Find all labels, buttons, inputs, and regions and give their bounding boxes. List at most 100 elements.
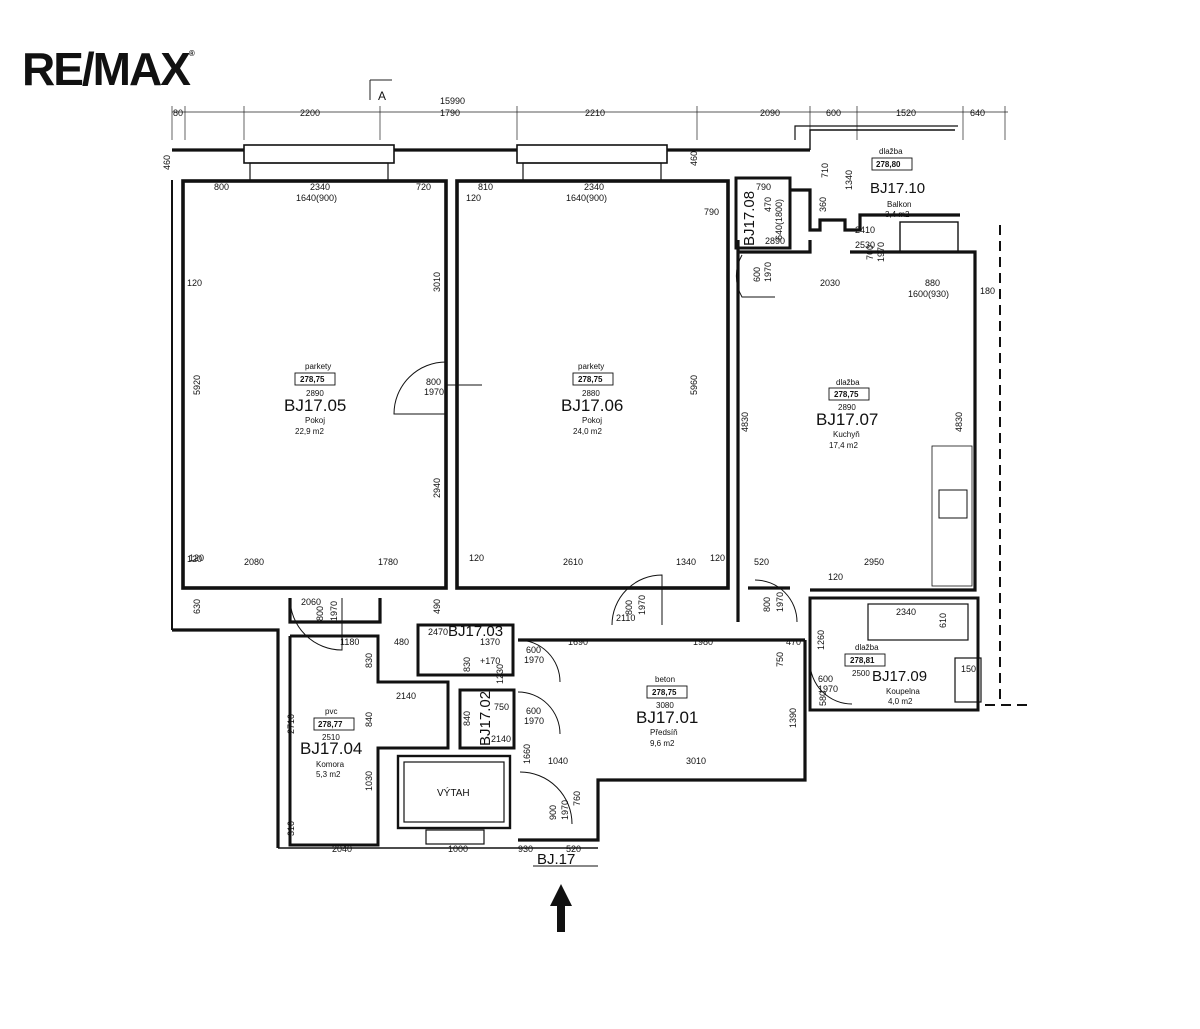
room-level: 278,75 <box>652 688 677 697</box>
svg-text:5920: 5920 <box>192 375 202 395</box>
svg-text:2610: 2610 <box>563 557 583 567</box>
svg-text:1030: 1030 <box>364 771 374 791</box>
elevator-label: VÝTAH <box>437 786 470 799</box>
room-area: 9,6 m2 <box>650 739 675 748</box>
svg-text:2710: 2710 <box>286 714 296 734</box>
section-mark-label: A <box>378 89 386 103</box>
room-bj1709: dlažba 278,81 2500 BJ17.09 Koupelna 4,0 … <box>844 643 927 706</box>
svg-text:1970: 1970 <box>876 242 886 262</box>
svg-text:1970: 1970 <box>524 716 544 726</box>
room-floor: dlažba <box>855 643 879 652</box>
svg-text:180: 180 <box>980 286 995 296</box>
svg-text:840: 840 <box>364 712 374 727</box>
svg-text:790: 790 <box>756 182 771 192</box>
room-floor: parkety <box>305 362 331 371</box>
room-id: BJ17.10 <box>870 180 925 197</box>
svg-text:5960: 5960 <box>689 375 699 395</box>
svg-text:1600(930): 1600(930) <box>908 289 949 299</box>
svg-text:880: 880 <box>925 278 940 288</box>
svg-text:2950: 2950 <box>864 557 884 567</box>
svg-text:600: 600 <box>526 706 541 716</box>
svg-text:1180: 1180 <box>340 637 359 647</box>
svg-text:900: 900 <box>548 805 558 820</box>
room-bj1702-id: BJ17.02 <box>477 691 494 746</box>
svg-text:600: 600 <box>752 267 762 282</box>
svg-text:1780: 1780 <box>378 557 398 567</box>
svg-text:760: 760 <box>572 791 582 806</box>
svg-text:120: 120 <box>466 193 481 203</box>
svg-text:2340: 2340 <box>310 182 330 192</box>
dimension-labels: 800 2340 720 1640(900) 120 5920 3010 294… <box>162 151 995 854</box>
section-mark <box>369 79 392 100</box>
svg-text:120: 120 <box>710 553 725 563</box>
svg-text:800: 800 <box>214 182 229 192</box>
dim-seg-3: 1790 <box>440 108 460 118</box>
svg-text:1340: 1340 <box>676 557 696 567</box>
svg-text:1970: 1970 <box>329 601 339 621</box>
svg-text:+170: +170 <box>480 656 500 666</box>
room-height: 2890 <box>838 403 856 412</box>
svg-text:1970: 1970 <box>637 595 647 615</box>
svg-text:800: 800 <box>762 597 772 612</box>
dim-seg-4: 2210 <box>585 108 605 118</box>
svg-text:610: 610 <box>938 613 948 628</box>
svg-text:810: 810 <box>478 182 493 192</box>
room-bj1701: beton 278,75 3080 BJ17.01 Předsíň 9,6 m2 <box>636 675 698 748</box>
svg-text:1980: 1980 <box>693 637 713 647</box>
svg-text:2110: 2110 <box>616 613 635 623</box>
svg-text:1340: 1340 <box>844 170 854 190</box>
svg-text:1970: 1970 <box>775 592 785 612</box>
svg-text:840: 840 <box>462 711 472 726</box>
room-id: BJ17.01 <box>636 708 698 727</box>
svg-text:1640(900): 1640(900) <box>566 193 607 203</box>
svg-text:2340: 2340 <box>896 607 916 617</box>
svg-text:1390: 1390 <box>788 708 798 728</box>
remax-logo: RE/MAX® <box>22 43 195 95</box>
svg-text:600: 600 <box>818 674 833 684</box>
svg-text:630: 630 <box>192 599 202 614</box>
svg-text:3010: 3010 <box>686 756 706 766</box>
svg-text:120: 120 <box>187 278 202 288</box>
svg-text:2410: 2410 <box>855 225 875 235</box>
room-id: BJ17.05 <box>284 396 346 415</box>
room-name: Balkon <box>887 200 911 209</box>
svg-text:1970: 1970 <box>524 655 544 665</box>
svg-text:490: 490 <box>432 599 442 614</box>
svg-text:360: 360 <box>818 197 828 212</box>
svg-text:800: 800 <box>426 377 441 387</box>
room-name: Pokoj <box>582 416 602 425</box>
room-name: Koupelna <box>886 687 920 696</box>
room-level: 278,80 <box>876 160 901 169</box>
room-level: 278,81 <box>850 656 875 665</box>
room-bj1703-id: BJ17.03 <box>448 623 503 640</box>
svg-text:1040: 1040 <box>548 756 568 766</box>
svg-text:1970: 1970 <box>763 262 773 282</box>
room-level: 278,75 <box>834 390 859 399</box>
room-height: 3080 <box>656 701 674 710</box>
svg-text:1970: 1970 <box>818 684 838 694</box>
room-level: 278,75 <box>578 375 603 384</box>
svg-text:830: 830 <box>462 657 472 672</box>
svg-text:1260: 1260 <box>816 630 826 650</box>
svg-text:150: 150 <box>961 664 976 674</box>
svg-text:720: 720 <box>416 182 431 192</box>
room-height: 2510 <box>322 733 340 742</box>
room-id: BJ17.06 <box>561 396 623 415</box>
svg-text:2470: 2470 <box>428 627 448 637</box>
room-name: Předsíň <box>650 728 678 737</box>
room-floor: dlažba <box>879 147 903 156</box>
dim-seg-6: 600 <box>826 108 841 118</box>
svg-text:750: 750 <box>494 702 509 712</box>
room-height: 2880 <box>582 389 600 398</box>
svg-text:710: 710 <box>820 163 830 178</box>
svg-text:310: 310 <box>286 821 296 836</box>
svg-text:2030: 2030 <box>820 278 840 288</box>
room-name: Pokoj <box>305 416 325 425</box>
dim-seg-7: 1520 <box>896 108 916 118</box>
room-floor: parkety <box>578 362 604 371</box>
dim-seg-2: 2200 <box>300 108 320 118</box>
svg-text:470: 470 <box>763 197 773 212</box>
svg-text:4830: 4830 <box>954 412 964 432</box>
svg-text:2060: 2060 <box>301 597 321 607</box>
